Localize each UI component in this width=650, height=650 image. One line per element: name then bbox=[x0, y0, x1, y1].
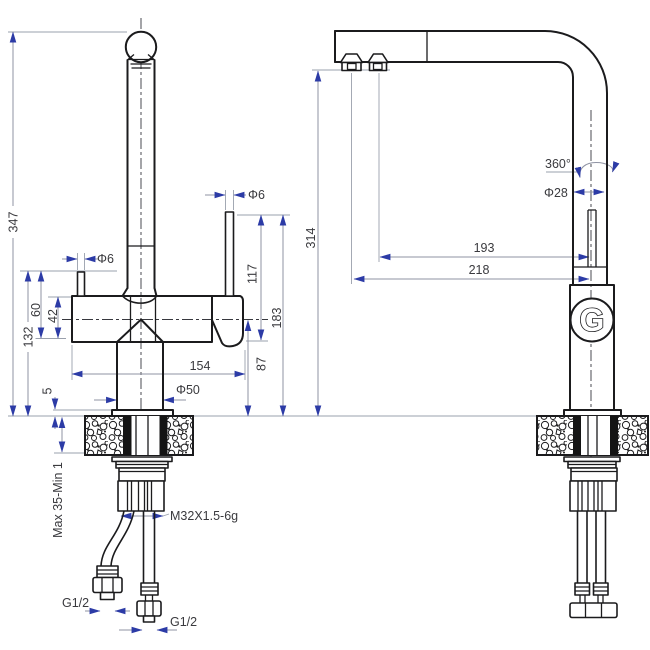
dim-left-pin-diameter-label: Φ6 bbox=[97, 252, 114, 266]
dim-60-label: 60 bbox=[29, 303, 43, 317]
side-under-counter bbox=[563, 456, 621, 619]
text-mask bbox=[21, 322, 36, 352]
spout-outer-profile bbox=[334, 30, 608, 286]
aerator-inner bbox=[367, 53, 389, 64]
dim-193-label: 193 bbox=[474, 241, 495, 255]
front-under-counter bbox=[92, 456, 173, 623]
hose-left bbox=[100, 510, 125, 567]
text-mask bbox=[6, 206, 20, 238]
dimension-labels: 347 132 60 42 5 Max 35-Min 1 Φ6 Φ6 117 1… bbox=[6, 157, 571, 629]
left-pin bbox=[76, 271, 86, 297]
brand-logo-letter: G bbox=[580, 302, 605, 338]
dim-total-height-label: 347 bbox=[7, 212, 21, 233]
dim-132-label: 132 bbox=[22, 327, 36, 348]
dim-42-label: 42 bbox=[46, 309, 60, 323]
aerator-outer bbox=[339, 53, 364, 64]
brand-logo-circle bbox=[569, 297, 615, 343]
centerlines bbox=[62, 18, 592, 470]
dim-5-label: 5 bbox=[41, 387, 55, 394]
right-pin bbox=[224, 211, 235, 297]
dim-87-label: 87 bbox=[255, 357, 269, 371]
dim-183-label: 183 bbox=[270, 308, 284, 329]
dim-hose-right-thread-label: G1/2 bbox=[170, 615, 197, 629]
side-valve-body bbox=[569, 284, 615, 411]
side-hoses bbox=[576, 511, 607, 583]
front-countertop bbox=[84, 415, 194, 456]
dim-hose-left-thread-label: G1/2 bbox=[62, 596, 89, 610]
dimension-lines bbox=[9, 31, 620, 634]
side-countertop bbox=[536, 415, 649, 456]
threaded-shank bbox=[117, 480, 165, 512]
dim-314-label: 314 bbox=[304, 228, 318, 249]
swivel-rotation-arc bbox=[574, 161, 620, 179]
dim-tube-diameter-label: Φ28 bbox=[544, 186, 568, 200]
hose-right bbox=[142, 511, 156, 583]
mounting-nut bbox=[118, 467, 166, 482]
side-hex-nut bbox=[569, 602, 618, 619]
side-view-faucet: G bbox=[334, 30, 622, 417]
dim-right-pin-diameter-label: Φ6 bbox=[248, 188, 265, 202]
dim-shank-thread-label: M32X1.5-6g bbox=[170, 509, 238, 523]
handle bbox=[211, 295, 244, 348]
side-mounting-nut bbox=[570, 467, 618, 482]
dim-mounting-range-label: Max 35-Min 1 bbox=[51, 462, 65, 538]
spout-inner-profile bbox=[334, 61, 574, 286]
dim-117-label: 117 bbox=[246, 264, 260, 284]
hose-right-hex-nut bbox=[136, 600, 162, 617]
valve-body bbox=[71, 295, 213, 343]
dim-154-label: 154 bbox=[190, 359, 211, 373]
dim-swivel-angle-label: 360° bbox=[545, 157, 571, 171]
dim-218-label: 218 bbox=[469, 263, 490, 277]
front-view-faucet bbox=[71, 30, 244, 417]
side-threaded-shank bbox=[569, 480, 617, 512]
dim-base-diameter-label: Φ50 bbox=[176, 383, 200, 397]
hose-left-hex-nut bbox=[92, 576, 123, 594]
